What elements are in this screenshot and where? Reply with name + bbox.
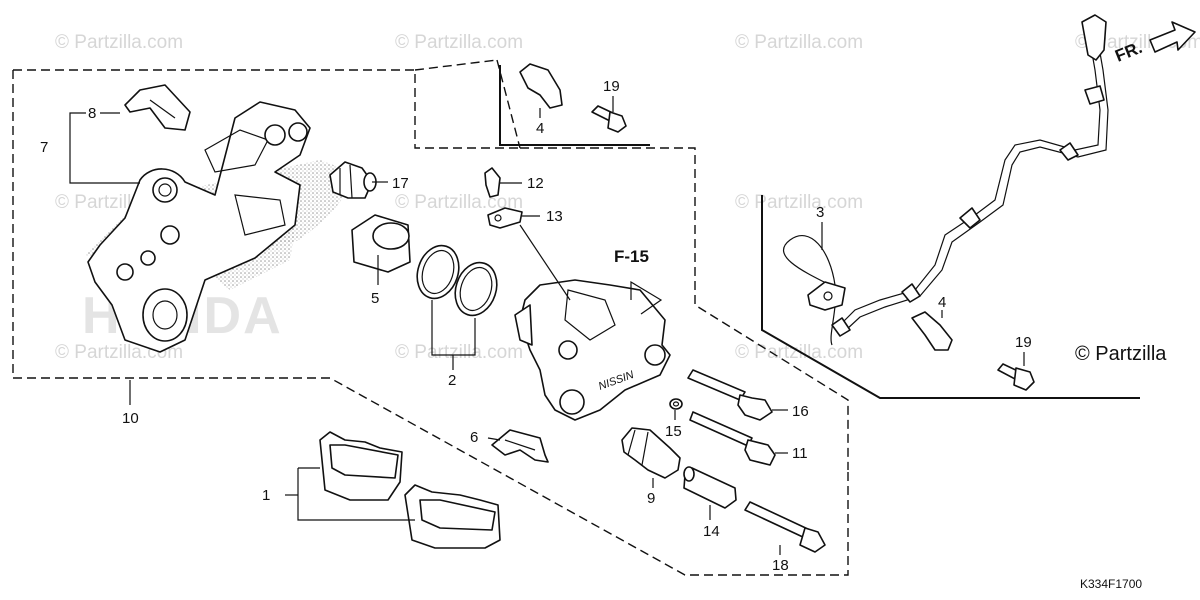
abs-sensor-part-3 [783, 14, 1109, 346]
bolt-part-19-right [997, 363, 1035, 391]
bolt-part-18 [744, 501, 826, 553]
callout-19-right: 19 [1015, 334, 1032, 351]
watermark: © Partzilla.com [735, 192, 863, 213]
callout-2: 2 [448, 372, 456, 389]
group-outlines [12, 59, 1140, 576]
callout-19-top: 19 [603, 78, 620, 95]
pin-boot-part-9 [621, 427, 681, 479]
callout-10: 10 [122, 410, 139, 427]
piston-part-5 [351, 214, 411, 273]
callout-11: 11 [792, 445, 808, 462]
watermark: © Partzilla.com [395, 32, 523, 53]
watermark: © Partzilla.com [735, 32, 863, 53]
callout-9: 9 [647, 490, 655, 507]
pad-spring-part-6 [491, 429, 549, 463]
callout-7: 7 [40, 139, 48, 156]
callouts: 1 2 3 4 4 5 6 7 8 9 10 11 12 13 14 15 16… [40, 78, 1032, 574]
watermark: © Partzilla.com [55, 32, 183, 53]
callout-14: 14 [703, 523, 720, 540]
callout-17: 17 [392, 175, 409, 192]
brake-pad-part-1 [319, 431, 501, 549]
pin-part-11 [689, 411, 776, 466]
callout-15: 15 [665, 423, 682, 440]
watermark: © Partzilla.com [735, 342, 863, 363]
callout-6: 6 [470, 429, 478, 446]
pad-clip-part-8 [124, 84, 191, 131]
callout-1: 1 [262, 487, 270, 504]
bleeder-cap-part-13 [487, 207, 523, 229]
diagram-code: K334F1700 [1080, 577, 1142, 591]
callout-4-right: 4 [938, 294, 946, 311]
callout-16: 16 [792, 403, 809, 420]
watermark: © Partzilla.com [395, 342, 523, 363]
callout-18: 18 [772, 557, 789, 574]
caliper-bracket-part-10 [87, 101, 311, 353]
clamp-part-4-right [911, 311, 953, 351]
callout-12: 12 [527, 175, 544, 192]
leader-lines [69, 96, 1025, 555]
front-direction-indicator: FR. [1112, 21, 1196, 66]
pin-bolt-part-16 [687, 369, 773, 421]
bleeder-part-12 [484, 167, 501, 198]
callout-4-top: 4 [536, 120, 544, 137]
caliper-body: NISSIN [514, 279, 671, 421]
bolt-part-19-top [591, 105, 627, 133]
section-reference-f15: F-15 [614, 247, 649, 266]
washer-part-15 [669, 398, 683, 410]
callout-13: 13 [546, 208, 563, 225]
callout-3: 3 [816, 204, 824, 221]
seal-ring-part-2 [416, 244, 498, 317]
clamp-part-4-top [519, 63, 563, 109]
callout-5: 5 [371, 290, 379, 307]
copyright-label: © Partzilla [1075, 343, 1167, 365]
sleeve-part-14 [683, 466, 737, 509]
callout-8: 8 [88, 105, 96, 122]
